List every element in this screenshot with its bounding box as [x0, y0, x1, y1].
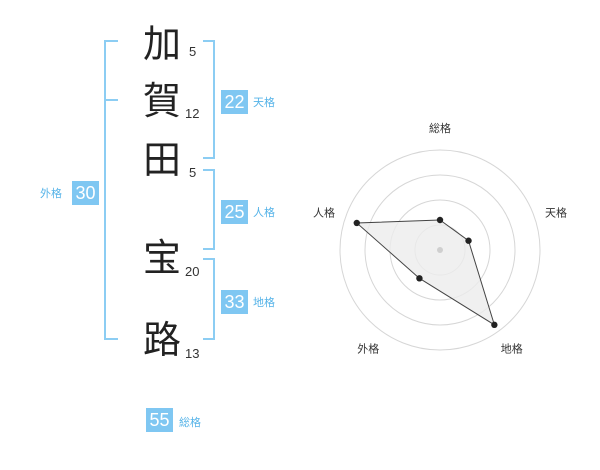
jinkaku-value-badge: 25 — [221, 200, 248, 224]
radar-grid-ring — [364, 174, 516, 326]
tenkaku-label: 天格 — [253, 96, 275, 109]
tenkaku-value-badge: 22 — [221, 90, 248, 114]
soukaku-label: 総格 — [179, 416, 201, 429]
name-char-2: 賀 — [142, 79, 181, 123]
radar-axis-label: 天格 — [545, 205, 567, 219]
radar-axis-label: 総格 — [429, 121, 451, 135]
gaikaku-value-badge: 30 — [72, 181, 99, 205]
chikaku-bracket — [203, 258, 215, 340]
jinkaku-label: 人格 — [253, 206, 275, 219]
radar-center-dot — [437, 247, 443, 253]
jinkaku-bracket — [203, 169, 215, 250]
chikaku-value-badge: 33 — [221, 290, 248, 314]
radar-point-2 — [465, 237, 472, 244]
radar-area — [355, 219, 496, 326]
stroke-count-1: 5 — [189, 44, 197, 59]
name-char-1: 加 — [142, 22, 181, 66]
bracket-tick — [104, 99, 118, 101]
gaikaku-label: 外格 — [40, 187, 62, 200]
name-char-4: 宝 — [142, 236, 181, 280]
stroke-count-5: 13 — [185, 346, 200, 361]
soukaku-value-badge: 55 — [146, 408, 173, 432]
name-char-5: 路 — [142, 318, 181, 362]
radar-point-5 — [353, 219, 360, 227]
radar-grid-ring — [339, 149, 541, 351]
name-char-3: 田 — [142, 138, 181, 182]
radar-point-1 — [436, 216, 444, 224]
stroke-count-4: 20 — [185, 264, 200, 279]
radar-axis-label: 外格 — [357, 342, 379, 356]
radar-point-3 — [491, 321, 498, 329]
stroke-count-2: 12 — [185, 106, 200, 121]
gaikaku-bracket — [104, 40, 118, 340]
tenkaku-bracket — [203, 40, 215, 159]
radar-axis-label: 人格 — [313, 205, 335, 219]
chikaku-label: 地格 — [253, 296, 275, 309]
stroke-count-3: 5 — [189, 165, 197, 180]
radar-axis-label: 地格 — [501, 342, 523, 356]
radar-point-4 — [416, 275, 423, 282]
